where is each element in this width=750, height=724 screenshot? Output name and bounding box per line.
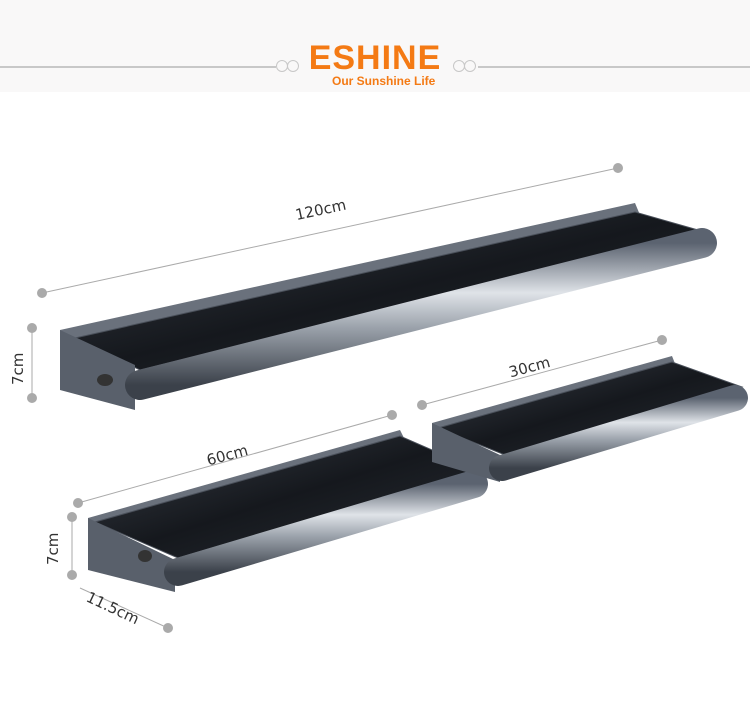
lamp-120cm [60, 203, 717, 410]
divider-right [478, 66, 750, 68]
dimension-label-60cm: 60cm [205, 441, 250, 469]
dimension-label-30cm: 30cm [507, 353, 552, 381]
dimension-label-height-medium: 7cm [44, 533, 62, 565]
dimension-lines [27, 163, 667, 633]
ring-decoration [464, 60, 476, 72]
header: ESHINE Our Sunshine Life [0, 0, 750, 92]
ring-decoration [287, 60, 299, 72]
dimension-label-height-large: 7cm [9, 353, 27, 385]
lamp-60cm [88, 430, 488, 592]
lamp-30cm [432, 356, 748, 482]
divider-left [0, 66, 276, 68]
brand-slogan: Our Sunshine Life [332, 74, 436, 88]
brand-logo: ESHINE [308, 39, 442, 77]
dimension-label-depth: 11.5cm [83, 588, 142, 628]
dimension-label-120cm: 120cm [294, 196, 348, 224]
